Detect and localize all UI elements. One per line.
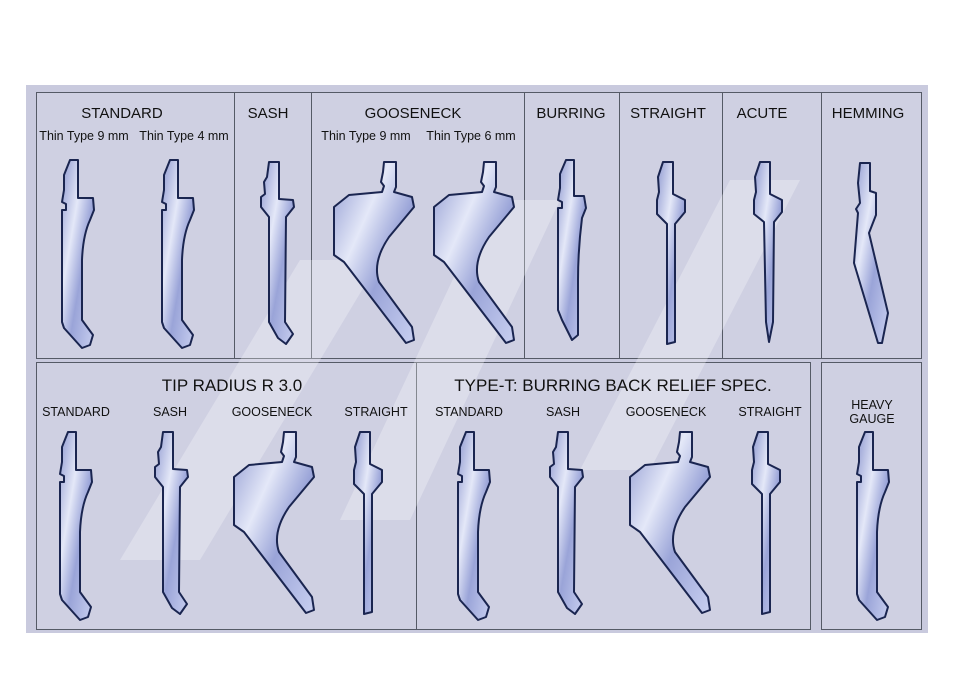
tool-profile-burring	[557, 159, 587, 341]
label-tt-straight: STRAIGHT	[738, 405, 802, 419]
tool-profile-hemming	[853, 162, 889, 344]
tool-profile-tr-standard	[59, 431, 93, 621]
label-hemming: HEMMING	[831, 105, 905, 122]
label-gooseneck-thin-6: Thin Type 6 mm	[426, 129, 516, 143]
tool-profile-tr-sash	[154, 431, 189, 615]
tool-profile-gooseneck-thin-6	[433, 161, 515, 344]
label-tip-radius: TIP RADIUS R 3.0	[161, 376, 303, 395]
tool-profile-gooseneck-thin-9	[333, 161, 415, 344]
label-tr-standard: STANDARD	[42, 405, 110, 419]
label-standard: STANDARD	[81, 105, 163, 122]
label-burring: BURRING	[536, 105, 606, 122]
tool-profile-tt-sash	[549, 431, 584, 615]
tool-profile-tt-straight	[751, 431, 781, 615]
label-standard-thin-4: Thin Type 4 mm	[139, 129, 229, 143]
label-straight: STRAIGHT	[630, 105, 706, 122]
tool-profile-acute	[753, 161, 783, 343]
label-tr-straight: STRAIGHT	[344, 405, 408, 419]
tool-profile-tt-gooseneck	[629, 431, 711, 614]
tool-profile-tt-standard	[457, 431, 491, 621]
label-heavy: HEAVY	[851, 398, 893, 412]
label-tt-gooseneck: GOOSENECK	[625, 405, 707, 419]
label-gooseneck: GOOSENECK	[364, 105, 462, 122]
tool-profile-heavy-gauge	[856, 431, 890, 621]
tool-profile-standard-thin-4	[161, 159, 195, 349]
tool-profile-tr-gooseneck	[233, 431, 315, 614]
label-tt-sash: SASH	[545, 405, 581, 419]
label-standard-thin-9: Thin Type 9 mm	[39, 129, 129, 143]
label-sash: SASH	[247, 105, 289, 122]
panel-tip-radius	[36, 362, 417, 630]
tool-profile-tr-straight	[353, 431, 383, 615]
label-tr-gooseneck: GOOSENECK	[231, 405, 313, 419]
tool-profile-straight	[656, 161, 686, 345]
tool-profile-standard-thin-9	[61, 159, 95, 349]
label-tr-sash: SASH	[152, 405, 188, 419]
label-acute: ACUTE	[736, 105, 788, 122]
label-gauge: GAUGE	[849, 412, 895, 426]
label-tt-standard: STANDARD	[435, 405, 503, 419]
label-type-t: TYPE-T: BURRING BACK RELIEF SPEC.	[454, 376, 772, 395]
label-gooseneck-thin-9: Thin Type 9 mm	[321, 129, 411, 143]
